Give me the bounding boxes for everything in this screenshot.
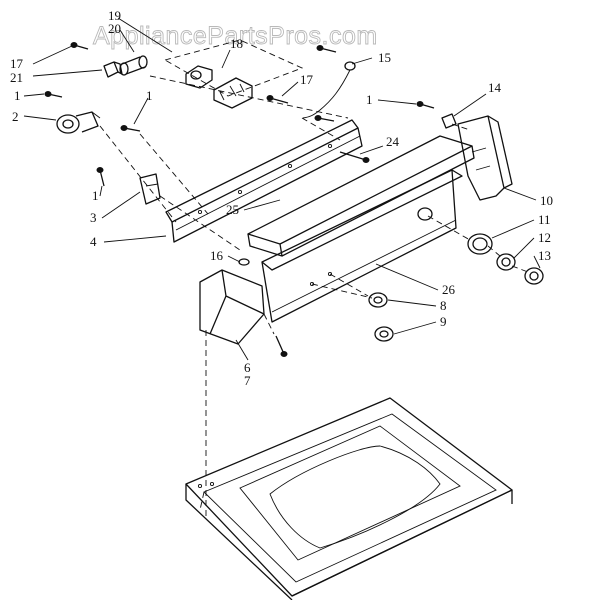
callout-25: 25 [226, 202, 239, 217]
harness-15 [302, 61, 356, 119]
cabinet-top [185, 397, 513, 600]
callout-1-right: 1 [366, 92, 373, 107]
callout-16: 16 [210, 248, 224, 263]
callout-4: 4 [90, 234, 97, 249]
screw-17-top-left [70, 42, 89, 50]
end-cap-10 [457, 115, 513, 201]
callout-11: 11 [538, 212, 551, 227]
switch-18 [185, 65, 253, 109]
watermark-text: AppliancePartsPros.com [93, 22, 378, 50]
callout-18: 18 [230, 36, 243, 51]
rear-rail-4 [165, 119, 363, 243]
alignment-lines [99, 75, 529, 520]
knob-9 [374, 326, 394, 342]
callout-1-left: 1 [92, 188, 99, 203]
screw-1-top-left [44, 91, 63, 98]
callout-20: 20 [108, 21, 121, 36]
screw-1-middle [120, 125, 141, 132]
callout-1-middle: 1 [146, 88, 153, 103]
clip-14 [441, 113, 457, 129]
knob-8 [368, 292, 388, 308]
screw-17-top-right [266, 95, 289, 104]
screw-1-left [96, 167, 105, 187]
callout-8: 8 [440, 298, 447, 313]
callout-21: 21 [10, 70, 23, 85]
callout-7: 7 [244, 373, 251, 388]
timer-2 [56, 111, 101, 134]
leader-lines [23, 17, 541, 361]
assembly-box-18 [163, 39, 304, 97]
console-top-25 [247, 135, 475, 257]
callout-13: 13 [538, 248, 551, 263]
callout-17-right: 17 [300, 72, 314, 87]
callout-12: 12 [538, 230, 551, 245]
callout-9: 9 [440, 314, 447, 329]
callout-26: 26 [442, 282, 456, 297]
screw-15-top [316, 45, 337, 53]
callout-labels: 19 20 18 17 21 1 2 1 15 17 1 14 24 10 25… [10, 8, 553, 388]
console-front-26 [261, 169, 463, 323]
capacitor-20 [119, 55, 148, 76]
callout-1-top-left: 1 [14, 88, 21, 103]
clip-16 [238, 258, 250, 266]
callout-6: 6 [244, 360, 251, 375]
screw-1-right-a [314, 115, 335, 122]
screw-6 [275, 335, 288, 357]
clip-3 [139, 173, 161, 205]
knob-13 [524, 267, 544, 285]
callout-19: 19 [108, 8, 121, 23]
callout-10: 10 [540, 193, 553, 208]
callout-17-left: 17 [10, 56, 24, 71]
bezel-11 [467, 233, 493, 255]
screw-24 [339, 151, 370, 163]
callout-3: 3 [90, 210, 97, 225]
callout-2: 2 [12, 109, 19, 124]
callout-24: 24 [386, 134, 400, 149]
callout-14: 14 [488, 80, 502, 95]
end-cap-6 [199, 269, 265, 345]
clip-21 [103, 61, 123, 78]
callout-15: 15 [378, 50, 391, 65]
screw-1-right-b [416, 101, 435, 109]
bezel-12 [496, 253, 516, 271]
